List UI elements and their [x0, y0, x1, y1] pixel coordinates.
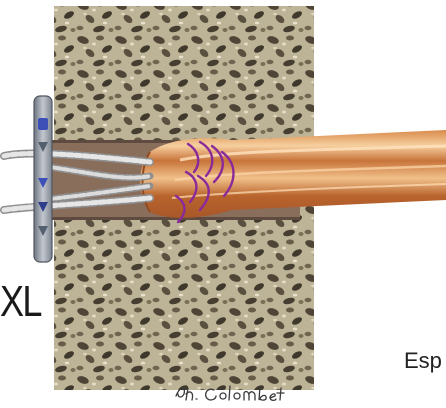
caption-fragment: Esp: [404, 350, 442, 372]
size-label-fragment: XL: [0, 280, 41, 324]
tendon-graft: [140, 130, 446, 218]
bone-block-bottom: [54, 258, 314, 390]
cortical-button: [34, 96, 52, 262]
bone-block-top: [54, 6, 314, 138]
